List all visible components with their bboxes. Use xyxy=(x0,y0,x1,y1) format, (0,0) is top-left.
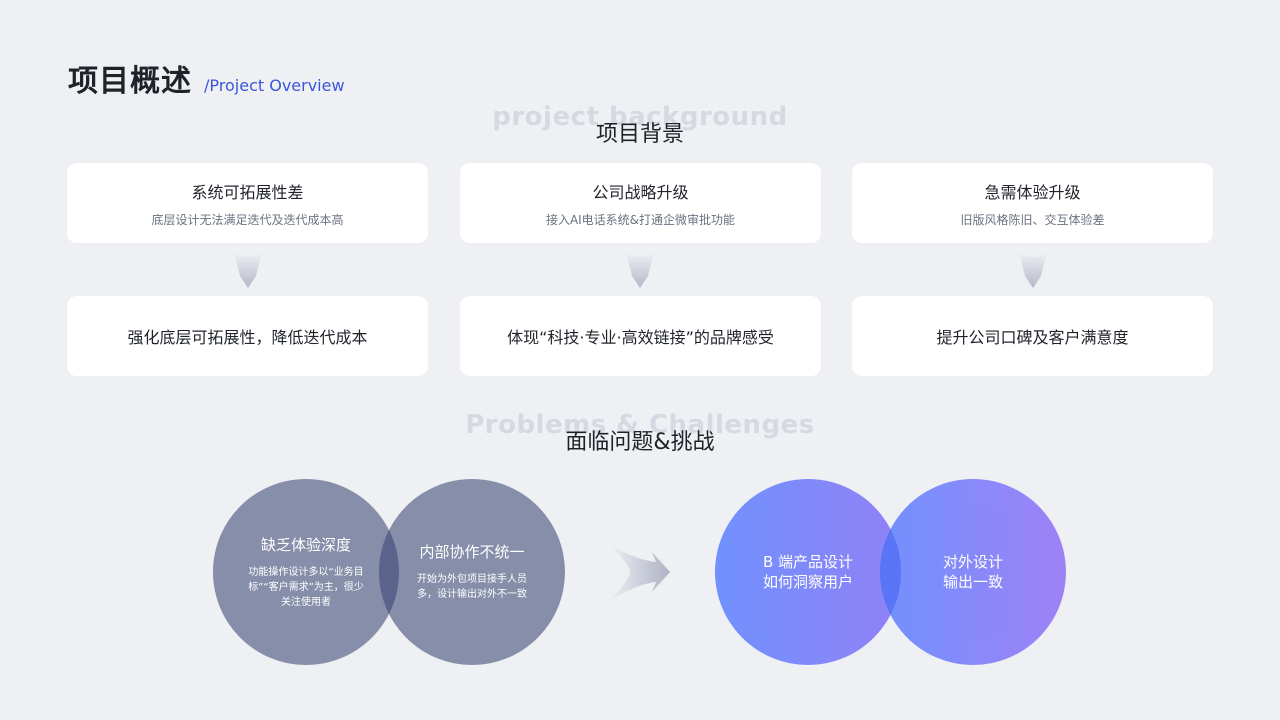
card-title: 系统可拓展性差 xyxy=(191,182,304,202)
problem-title: 内部协作不统一 xyxy=(419,543,525,561)
problem-desc: 开始为外包项目接手人员多，设计输出对外不一致 xyxy=(417,574,527,600)
background-section-title: 项目背景 xyxy=(595,122,684,147)
goal-line: 输出一致 xyxy=(942,573,1003,591)
page-subtitle: /Project Overview xyxy=(204,76,345,95)
chevron-down-arrow-icon xyxy=(626,252,654,288)
challenges-section-header: Problems & Challenges 面临问题&挑战 xyxy=(0,408,1280,458)
background-card-3: 急需体验升级 旧版风格陈旧、交互体验差 xyxy=(852,163,1213,243)
arrow-right-icon xyxy=(608,544,670,602)
result-card-2: 体现“科技·专业·高效链接”的品牌感受 xyxy=(460,296,821,376)
card-result: 提升公司口碑及客户满意度 xyxy=(936,328,1129,347)
card-result: 强化底层可拓展性，降低迭代成本 xyxy=(127,328,368,347)
result-card-3: 提升公司口碑及客户满意度 xyxy=(852,296,1213,376)
page-title: 项目概述 xyxy=(68,64,192,99)
background-card-1: 系统可拓展性差 底层设计无法满足迭代及迭代成本高 xyxy=(67,163,428,243)
goal-line: 对外设计 xyxy=(942,553,1003,571)
challenges-watermark: Problems & Challenges xyxy=(465,410,815,440)
background-card-2: 公司战略升级 接入AI电话系统&打通企微审批功能 xyxy=(460,163,821,243)
goal-circle-1: B 端产品设计 如何洞察用户 xyxy=(715,479,901,665)
challenges-section-title: 面临问题&挑战 xyxy=(565,430,715,455)
card-desc: 旧版风格陈旧、交互体验差 xyxy=(960,212,1105,227)
problem-title: 缺乏体验深度 xyxy=(260,535,351,554)
card-title: 公司战略升级 xyxy=(592,182,689,202)
card-desc: 接入AI电话系统&打通企微审批功能 xyxy=(545,212,736,227)
card-title: 急需体验升级 xyxy=(984,182,1081,202)
problem-circle-2: 内部协作不统一 开始为外包项目接手人员多，设计输出对外不一致 xyxy=(379,479,565,665)
card-desc: 底层设计无法满足迭代及迭代成本高 xyxy=(151,212,344,227)
background-watermark: project background xyxy=(492,102,788,132)
card-result: 体现“科技·专业·高效链接”的品牌感受 xyxy=(507,328,774,347)
page-header: 项目概述 /Project Overview xyxy=(68,56,345,100)
goal-line: B 端产品设计 xyxy=(762,553,854,571)
goal-circle-2: 对外设计 输出一致 xyxy=(880,479,1066,665)
background-section-header: project background 项目背景 xyxy=(0,100,1280,150)
chevron-down-arrow-icon xyxy=(1019,252,1047,288)
problem-circle-1: 缺乏体验深度 功能操作设计多以“业务目标”“客户需求”为主，很少关注使用者 xyxy=(213,479,399,665)
result-card-1: 强化底层可拓展性，降低迭代成本 xyxy=(67,296,428,376)
chevron-down-arrow-icon xyxy=(234,252,262,288)
problem-desc: 功能操作设计多以“业务目标”“客户需求”为主，很少关注使用者 xyxy=(248,566,364,608)
goal-line: 如何洞察用户 xyxy=(762,573,853,591)
